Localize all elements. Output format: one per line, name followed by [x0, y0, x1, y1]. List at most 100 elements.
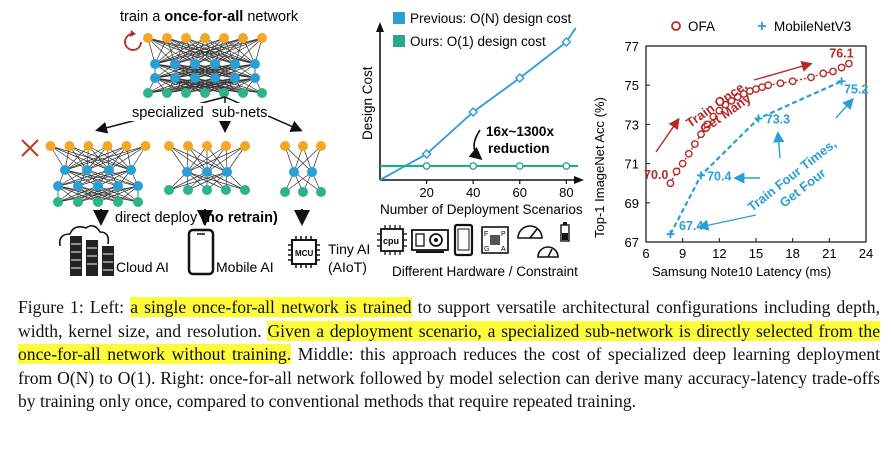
- mbv3-label-1: 70.4: [707, 169, 731, 183]
- point-ofa: [807, 73, 815, 82]
- rotate-icon: [124, 30, 142, 51]
- cloud-server-icon: [58, 224, 114, 276]
- mid-x-tick-label: 60: [513, 185, 527, 200]
- gpu-icon: [411, 229, 449, 253]
- right-y-tick-label: 73: [625, 117, 639, 132]
- point-ofa: [721, 100, 730, 109]
- neuron: [143, 88, 153, 98]
- neuron: [280, 187, 290, 197]
- neuron: [219, 88, 229, 98]
- neuron: [73, 181, 83, 191]
- point-ofa: [672, 167, 681, 176]
- neuron: [102, 141, 113, 151]
- y-axis-label: Design Cost: [360, 66, 375, 140]
- legend-previous: Previous: O(N) design cost: [410, 11, 572, 26]
- neuron: [162, 33, 172, 43]
- neuron: [164, 185, 174, 195]
- neuron: [104, 165, 114, 175]
- aiot-label: (AIoT): [328, 259, 367, 275]
- legend-ofa: OFA: [688, 19, 715, 34]
- point-mobilenetv3: [837, 77, 846, 86]
- neuron: [200, 88, 210, 98]
- neuron: [257, 88, 267, 98]
- point-ofa: [837, 63, 846, 72]
- point-ofa: [788, 77, 797, 86]
- neuron: [240, 185, 250, 195]
- point-ofa: [715, 106, 724, 115]
- cpu-icon: cpu: [377, 225, 407, 255]
- caption-part-1: Figure 1: Left:: [18, 297, 131, 317]
- right-y-tick-label: 77: [625, 39, 639, 54]
- neuron: [238, 88, 248, 98]
- subnet-tiny: [280, 141, 326, 197]
- neuron: [143, 33, 153, 43]
- right-x-tick-label: 9: [679, 246, 686, 261]
- neuron: [238, 33, 248, 43]
- point-ofa: [684, 149, 693, 158]
- neuron: [162, 88, 172, 98]
- point-ofa: [727, 96, 736, 105]
- fpga-icon: F P G A: [481, 226, 509, 254]
- right-x-tick-label: 6: [642, 246, 649, 261]
- point-ours: [422, 162, 431, 170]
- figure-caption: Figure 1: Left: a single once-for-all ne…: [18, 296, 881, 414]
- neuron: [316, 187, 326, 197]
- right-x-tick-label: 24: [859, 246, 873, 261]
- line-previous: [379, 27, 577, 181]
- svg-text:MCU: MCU: [295, 249, 313, 258]
- cloud-ai-label: Cloud AI: [116, 259, 169, 275]
- reduction-arrow: [468, 129, 483, 161]
- point-previous: [421, 149, 432, 159]
- right-x-tick-label: 12: [712, 246, 726, 261]
- neuron: [240, 141, 250, 151]
- point-ofa: [690, 140, 699, 148]
- neuron: [183, 185, 193, 195]
- point-previous: [468, 107, 479, 117]
- mid-x-tick-label: 40: [466, 185, 480, 200]
- neuron: [83, 141, 94, 151]
- neuron: [221, 141, 231, 151]
- specialized-label: specialized sub-nets: [132, 105, 267, 121]
- ofa-network: [143, 33, 267, 98]
- ofa-title: train a once-for-all network: [120, 9, 299, 25]
- point-ofa: [709, 112, 718, 121]
- mid-x-tick-label: 80: [559, 185, 573, 200]
- point-ofa: [733, 93, 742, 101]
- neuron: [298, 141, 308, 151]
- neuron: [170, 73, 180, 83]
- point-ofa: [739, 90, 748, 98]
- reduction-text-1: 16x~1300x: [486, 124, 554, 139]
- hardware-icons: cpu F P G A: [377, 222, 570, 258]
- point-ofa: [697, 130, 705, 139]
- legend-ours: Ours: O(1) design cost: [410, 34, 546, 49]
- neuron: [164, 141, 174, 151]
- right-y-tick-label: 67: [625, 235, 639, 250]
- point-previous: [514, 73, 525, 83]
- point-mobilenetv3: [754, 114, 763, 123]
- neuron: [73, 197, 83, 207]
- point-ofa: [678, 159, 687, 168]
- right-y-tick-label: 71: [625, 157, 639, 172]
- neuron: [126, 165, 136, 175]
- point-ofa: [829, 67, 837, 76]
- neuron: [133, 181, 143, 191]
- neuron: [121, 141, 132, 151]
- neuron: [53, 197, 63, 207]
- neuron: [93, 197, 103, 207]
- x-axis-label: Number of Deployment Scenarios: [380, 202, 583, 217]
- neuron: [230, 73, 240, 83]
- reduction-text-2: reduction: [488, 141, 550, 156]
- neuron: [170, 59, 180, 69]
- point-ofa: [703, 120, 712, 129]
- pruned-connection-icon: [21, 139, 39, 157]
- neuron: [140, 141, 151, 151]
- mobile-ai-label: Mobile AI: [216, 259, 274, 275]
- neuron: [289, 167, 299, 177]
- point-ours: [562, 162, 571, 170]
- smartphone-icon: [453, 223, 474, 257]
- svg-text:cpu: cpu: [383, 236, 399, 246]
- svg-text:P: P: [501, 231, 506, 238]
- ofa-label-low: 70.0: [644, 168, 668, 182]
- neuron: [200, 33, 210, 43]
